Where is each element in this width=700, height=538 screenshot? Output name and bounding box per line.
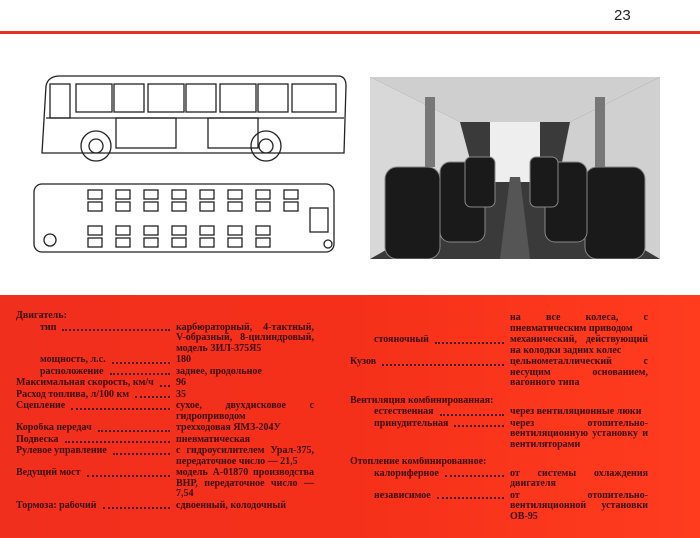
leader-dots (109, 373, 170, 375)
specs-left-column: Двигатель:тип карбюраторный, 4-тактный, V… (16, 311, 314, 511)
spec-label: Рулевое управление (16, 446, 107, 456)
spec-label: Тормоза: рабочий (16, 500, 97, 511)
spec-value: модель А-01870 производства ВНР, передат… (176, 467, 314, 499)
leader-dots (454, 425, 504, 427)
leader-dots (444, 475, 504, 477)
leader-dots (102, 507, 170, 509)
leader-dots (159, 384, 170, 387)
spec-label: калориферное (374, 468, 439, 479)
spec-label: Подвеска (16, 434, 59, 445)
spec-label-cell: Максимальная скорость, км/ч (16, 378, 176, 389)
specifications-panel: Двигатель:тип карбюраторный, 4-тактный, V… (0, 295, 700, 538)
leader-dots (62, 329, 170, 331)
spec-value: механический, действующий на колодки зад… (510, 334, 648, 356)
spec-label-cell: Двигатель: (16, 311, 314, 322)
page-number: 23 (614, 7, 631, 24)
spec-label-cell: калориферное (350, 469, 510, 480)
spec-label: Расход топлива, л/100 км (16, 389, 130, 400)
spec-value: 180 (176, 354, 191, 365)
section-gap (350, 451, 648, 456)
leader-dots (71, 407, 170, 410)
leader-dots (64, 441, 170, 443)
leader-dots (382, 363, 504, 366)
header-rule (0, 31, 700, 34)
spec-label: Сцепление (16, 401, 66, 411)
spec-label: стояночный (374, 335, 429, 345)
spec-label-cell: Сцепление (16, 401, 176, 412)
bus-side-view (41, 75, 347, 162)
leader-dots (439, 413, 504, 416)
leader-dots (86, 474, 170, 477)
spec-value: 96 (176, 377, 186, 388)
spec-value: на все колеса, с пневматическим приводом (510, 312, 648, 334)
spec-value: пневматическая (176, 433, 251, 445)
spec-label: тип (40, 322, 57, 333)
spec-label: мощность, л.с. (40, 355, 106, 365)
spec-value: сухое, двухдисковое с гидроприводом (176, 400, 314, 422)
spec-value: с гидроусилителем Урал-375, передаточное… (176, 445, 314, 467)
leader-dots (135, 396, 170, 398)
spec-label: Максимальная скорость, км/ч (16, 378, 154, 388)
spec-label: Двигатель: (16, 311, 67, 321)
spec-label-cell: Расход топлива, л/100 км (16, 390, 176, 401)
spec-label-cell: Рулевое управление (16, 446, 176, 457)
leader-dots (436, 497, 504, 499)
leader-dots (434, 341, 504, 344)
spec-label-cell: Кузов (350, 357, 510, 368)
spec-label-cell: расположение (16, 367, 176, 378)
spec-value: трехходовая ЯМЗ-204У (176, 422, 281, 433)
spec-value: через отопительно-вентиляционную установ… (510, 417, 648, 450)
bus-interior-photo (370, 77, 660, 259)
spec-label-cell: Тормоза: рабочий (16, 501, 176, 512)
spec-value: цельнометаллический с несущим основанием… (510, 356, 648, 388)
spec-label-cell: независимое (350, 491, 510, 502)
spec-label: естественная (374, 407, 434, 417)
spec-value: карбюраторный, 4-тактный, V-образный, 8-… (176, 321, 314, 354)
spec-value: через вентиляционные люки (510, 406, 642, 417)
bus-technical-drawing (33, 75, 347, 253)
spec-label-cell: Коробка передач (16, 423, 176, 434)
spec-label-cell: принудительная (350, 419, 510, 430)
spec-value: 35 (176, 388, 186, 400)
spec-label-cell: стояночный (350, 335, 510, 346)
spec-label-cell: Подвеска (16, 435, 176, 446)
leader-dots (97, 429, 170, 432)
spec-label: Отопление комбинированное: (350, 457, 487, 467)
spec-value: от отопительно-вентиляционной установки … (510, 489, 648, 522)
spec-label-cell: Вентиляция комбинированная: (350, 396, 648, 407)
spec-label: Ведущий мост (16, 468, 81, 478)
spec-label-cell: естественная (350, 407, 510, 418)
spec-label: независимое (374, 490, 431, 501)
bus-plan-view (33, 183, 335, 253)
section-gap (350, 390, 648, 395)
spec-label-cell: мощность, л.с. (16, 355, 176, 366)
spec-label: Коробка передач (16, 423, 92, 433)
leader-dots (111, 361, 170, 364)
spec-label: расположение (40, 366, 104, 377)
spec-label: принудительная (374, 418, 449, 429)
spec-label-cell: Ведущий мост (16, 468, 176, 479)
leader-dots (112, 452, 170, 455)
spec-value: заднее, продольное (176, 365, 262, 377)
spec-label: Кузов (350, 357, 377, 367)
spec-label-cell: тип (16, 323, 176, 334)
spec-label: Вентиляция комбинированная: (350, 395, 494, 406)
spec-value: сдвоенный, колодочный (176, 499, 286, 511)
spec-label-cell: Отопление комбинированное: (350, 457, 648, 468)
spec-value: от системы охлаждения двигателя (510, 467, 648, 489)
specs-right-column: на все колеса, с пневматическим приводом… (350, 312, 648, 522)
